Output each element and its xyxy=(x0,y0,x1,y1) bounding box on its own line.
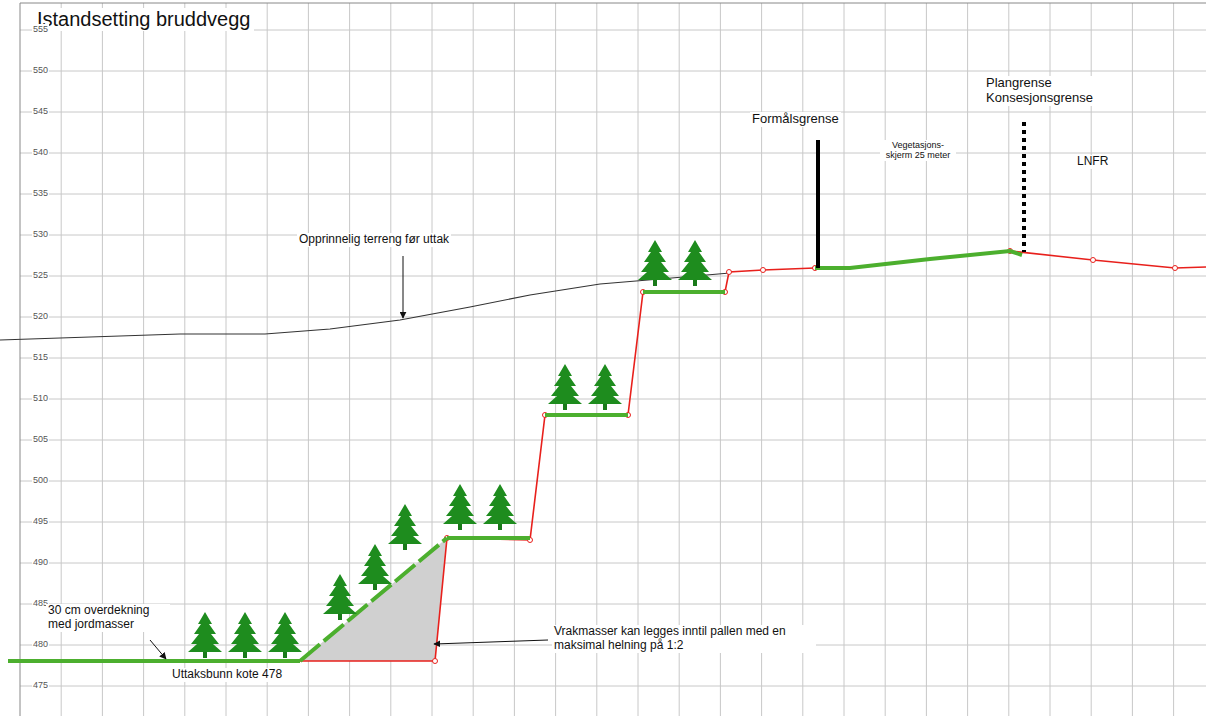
grid-line xyxy=(308,3,309,716)
grid-line xyxy=(20,358,1206,359)
grid-line xyxy=(20,481,1206,482)
grid-line xyxy=(638,3,639,716)
grid-line xyxy=(20,440,1206,441)
grid-line xyxy=(20,317,1206,318)
axis-value: 530 xyxy=(32,229,49,239)
grid-line xyxy=(885,3,886,716)
axis-value: 480 xyxy=(32,639,49,649)
soil-cover xyxy=(8,251,1022,661)
tree-symbol xyxy=(188,240,712,658)
grid-line xyxy=(1173,3,1174,716)
axis-value: 515 xyxy=(32,352,49,362)
grid-line xyxy=(555,3,556,716)
axis-value: 540 xyxy=(32,147,49,157)
grid-line xyxy=(761,3,762,716)
grid-line xyxy=(473,3,474,716)
grid-line xyxy=(20,112,1206,113)
axis-value: 535 xyxy=(32,188,49,198)
axis-value: 490 xyxy=(32,557,49,567)
fill-note: Vrakmasser kan legges inntil pallen med … xyxy=(552,625,816,653)
axis-value: 510 xyxy=(32,393,49,403)
terrain-note: Opprinnelig terreng før uttak xyxy=(297,233,451,247)
waste-fill xyxy=(300,538,447,661)
chart-border xyxy=(20,3,1206,4)
grid-line xyxy=(1008,3,1009,716)
boundary-label: Formålsgrense xyxy=(750,112,841,127)
grid-line xyxy=(1132,3,1133,716)
grid-line xyxy=(20,604,1206,605)
grid-line xyxy=(514,3,515,716)
leader-arrow xyxy=(403,256,404,318)
grid-line xyxy=(267,3,268,716)
chart-border xyxy=(20,3,21,716)
grid-line xyxy=(720,3,721,716)
cover-note: 30 cm overdekning med jordmasser xyxy=(46,604,170,632)
quarry-profile xyxy=(300,268,815,661)
axis-value: 500 xyxy=(32,475,49,485)
grid-line xyxy=(20,522,1206,523)
grid-line xyxy=(20,235,1206,236)
floor-label: Uttaksbunn kote 478 xyxy=(170,668,284,682)
grid-line xyxy=(226,3,227,716)
axis-value: 550 xyxy=(32,65,49,75)
grid-line xyxy=(967,3,968,716)
chart-title: Istandsetting bruddvegg xyxy=(34,8,254,31)
axis-value: 545 xyxy=(32,106,49,116)
grid-line xyxy=(802,3,803,716)
axis-value: 555 xyxy=(32,24,49,34)
grid-line xyxy=(596,3,597,716)
axis-value: 475 xyxy=(32,680,49,690)
grid-line xyxy=(1091,3,1092,716)
grid-line xyxy=(20,563,1206,564)
grid-line xyxy=(20,194,1206,195)
screen-note: Vegetasjons- skjerm 25 meter xyxy=(880,140,956,161)
axis-value: 520 xyxy=(32,311,49,321)
grid-line xyxy=(926,3,927,716)
grid-line xyxy=(20,71,1206,72)
grid-line xyxy=(20,686,1206,687)
grid xyxy=(20,3,1206,716)
boundary-label: Plangrense Konsesjonsgrense xyxy=(984,76,1106,106)
original-terrain xyxy=(0,273,730,340)
survey-point xyxy=(433,249,1178,664)
axis-value: 495 xyxy=(32,516,49,526)
grid-line xyxy=(679,3,680,716)
axis-value: 525 xyxy=(32,270,49,280)
leader-arrow xyxy=(434,640,548,644)
grid-line xyxy=(184,3,185,716)
grid-line xyxy=(844,3,845,716)
plan-boundary xyxy=(1022,122,1026,252)
grid-line xyxy=(20,276,1206,277)
grid-line xyxy=(1050,3,1051,716)
axis-value: 505 xyxy=(32,434,49,444)
purpose-boundary xyxy=(816,140,820,268)
terrain-profile xyxy=(1010,251,1206,268)
zone-label: LNFR xyxy=(1075,155,1110,169)
leader-arrow xyxy=(150,640,166,659)
grid-line xyxy=(20,153,1206,154)
